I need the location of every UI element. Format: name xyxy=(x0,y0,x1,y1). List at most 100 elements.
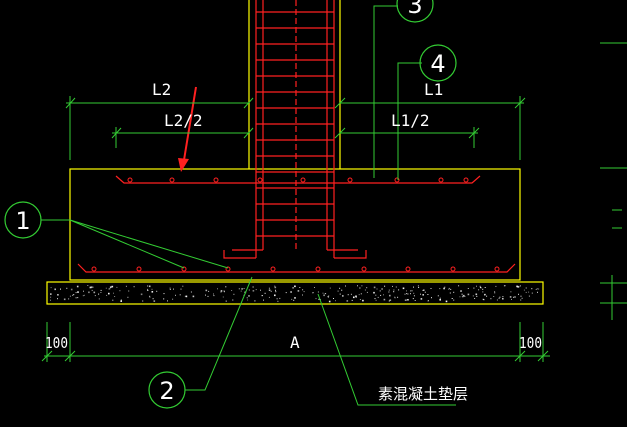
speckle xyxy=(355,295,357,298)
speckle xyxy=(514,296,516,298)
speckle xyxy=(397,296,399,298)
speckle xyxy=(151,288,153,290)
speckle xyxy=(359,299,361,300)
speckle xyxy=(68,298,70,300)
right-edge-marks xyxy=(600,42,627,320)
speckle xyxy=(274,294,276,297)
speckle xyxy=(381,288,383,290)
speckle xyxy=(504,285,506,287)
dim-label-l2: L2 xyxy=(152,80,171,99)
speckle xyxy=(333,298,334,299)
speckle xyxy=(57,294,59,296)
speckle xyxy=(263,299,264,301)
speckle xyxy=(54,288,56,291)
speckle xyxy=(233,293,235,295)
speckle xyxy=(379,290,381,292)
rebar-dot xyxy=(91,266,97,272)
speckle xyxy=(353,296,355,299)
column-hook-right xyxy=(334,250,367,259)
speckle xyxy=(133,286,135,288)
speckle xyxy=(484,287,486,288)
speckle xyxy=(420,298,423,300)
speckle xyxy=(317,291,319,293)
speckle xyxy=(225,300,227,302)
speckle xyxy=(329,287,331,289)
speckle xyxy=(404,293,406,295)
speckle xyxy=(98,298,100,300)
speckle xyxy=(270,290,272,292)
speckle xyxy=(260,289,261,291)
speckle xyxy=(91,286,93,288)
speckle xyxy=(393,289,395,291)
speckle xyxy=(473,287,475,289)
speckle xyxy=(77,291,79,293)
speckle xyxy=(519,285,521,287)
speckle xyxy=(205,294,206,296)
dim-label-width: A xyxy=(290,333,300,352)
speckle xyxy=(424,291,426,293)
speckle xyxy=(70,288,73,291)
speckle xyxy=(275,291,277,293)
rebar-dot xyxy=(225,266,231,272)
speckle xyxy=(152,298,154,300)
speckle xyxy=(427,294,429,295)
speckle xyxy=(63,298,66,301)
speckle xyxy=(439,288,441,290)
speckle xyxy=(222,296,224,298)
rebar-dot xyxy=(347,177,353,183)
speckle xyxy=(380,294,382,296)
speckle xyxy=(169,288,171,290)
speckle xyxy=(482,291,484,293)
speckle xyxy=(422,294,424,296)
callout-2-label: 2 xyxy=(159,377,174,405)
speckle xyxy=(72,294,74,296)
speckle xyxy=(163,298,165,300)
speckle xyxy=(220,291,222,293)
speckle xyxy=(100,289,102,291)
speckle xyxy=(536,288,538,290)
callout-3: 3 xyxy=(396,0,434,23)
speckle xyxy=(406,299,408,301)
speckle xyxy=(373,291,375,294)
speckle xyxy=(482,298,484,300)
speckle xyxy=(184,295,186,297)
speckle xyxy=(423,289,425,291)
speckle xyxy=(268,289,271,291)
speckle xyxy=(147,285,149,287)
speckle xyxy=(105,287,107,289)
speckle xyxy=(411,290,413,292)
speckle xyxy=(169,287,171,289)
callout-2: 2 xyxy=(148,371,186,409)
speckle xyxy=(83,290,84,292)
speckle xyxy=(190,291,192,293)
speckle xyxy=(60,288,61,290)
speckle xyxy=(484,293,486,296)
speckle xyxy=(291,298,293,300)
concrete-outline xyxy=(46,0,544,305)
speckle xyxy=(179,294,181,296)
speckle xyxy=(175,294,176,296)
speckle xyxy=(537,291,538,293)
speckle xyxy=(147,288,149,290)
speckle xyxy=(406,293,408,295)
speckle xyxy=(108,292,110,295)
speckle xyxy=(297,290,300,292)
blinding-layer-texture xyxy=(50,285,540,303)
speckle xyxy=(407,293,409,295)
speckle xyxy=(299,287,301,288)
speckle xyxy=(525,287,527,289)
speckle xyxy=(140,293,143,296)
speckle xyxy=(410,293,411,295)
speckle xyxy=(148,285,151,288)
speckle xyxy=(510,291,512,293)
speckle xyxy=(83,294,85,296)
rebar-dot xyxy=(181,266,187,272)
speckle xyxy=(90,286,92,289)
speckle xyxy=(50,299,51,301)
speckle xyxy=(277,300,279,302)
callout-1: 1 xyxy=(4,201,42,239)
speckle xyxy=(467,293,470,296)
speckle xyxy=(223,290,225,292)
speckle xyxy=(502,297,504,300)
